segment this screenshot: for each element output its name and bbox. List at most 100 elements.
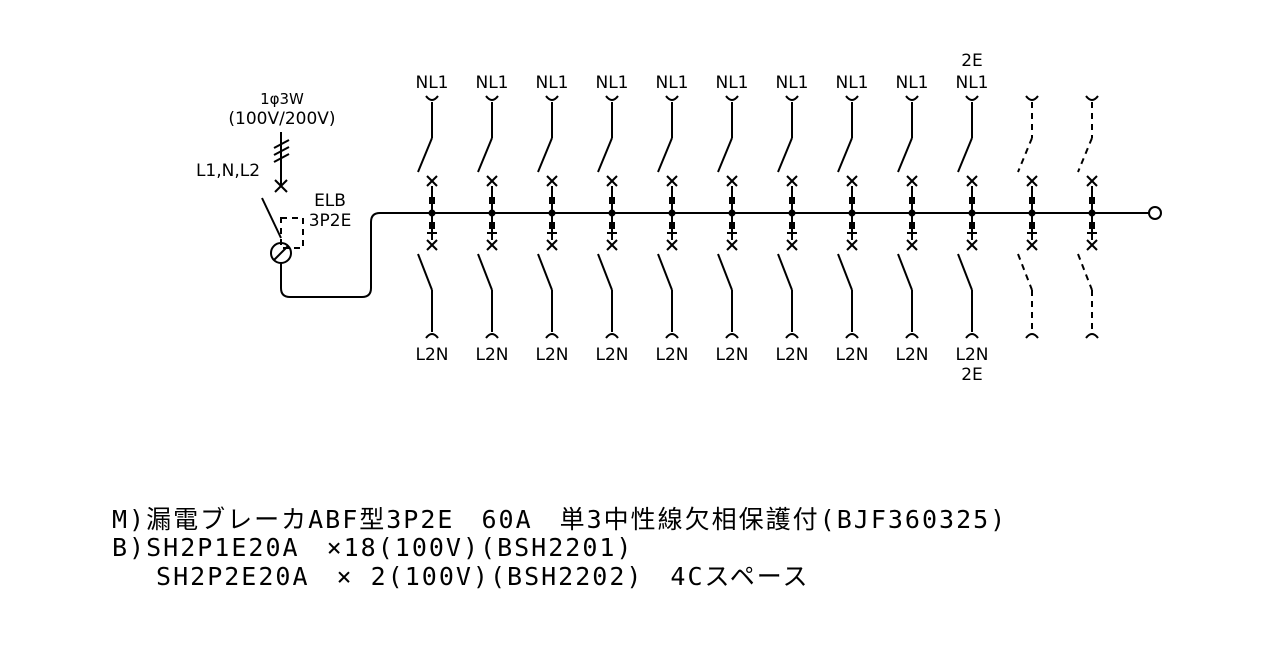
switch-blade-bottom bbox=[537, 253, 553, 291]
tap-block-bottom bbox=[1089, 222, 1095, 229]
switch-blade-top bbox=[957, 137, 973, 173]
tap-block-top bbox=[429, 197, 435, 204]
switch-blade-bottom bbox=[417, 253, 433, 291]
terminal-arc-bottom bbox=[545, 333, 559, 339]
terminal-arc-top bbox=[545, 95, 559, 101]
terminal-arc-top bbox=[785, 95, 799, 101]
terminal-arc-bottom bbox=[725, 333, 739, 339]
switch-blade-bottom bbox=[717, 253, 733, 291]
switch-blade-top bbox=[597, 137, 613, 173]
branch-bottom-label: L2N bbox=[835, 345, 868, 365]
tap-block-top bbox=[549, 197, 555, 204]
switch-blade-bottom bbox=[897, 253, 913, 291]
terminal-arc-bottom bbox=[425, 333, 439, 339]
terminal-arc-top bbox=[965, 95, 979, 101]
terminal-arc-bottom bbox=[485, 333, 499, 339]
tap-block-bottom bbox=[549, 222, 555, 229]
tap-block-bottom bbox=[669, 222, 675, 229]
bus-node bbox=[788, 209, 796, 217]
bus-node bbox=[1028, 209, 1036, 217]
bus-node bbox=[908, 209, 916, 217]
branch-bottom-label: L2N bbox=[715, 345, 748, 365]
switch-blade-top bbox=[1017, 137, 1033, 173]
terminal-arc-bottom bbox=[665, 333, 679, 339]
terminal-arc-top bbox=[1085, 95, 1099, 101]
tap-block-top bbox=[669, 197, 675, 204]
branch-top-label: NL1 bbox=[835, 73, 868, 93]
branch-top-label: NL1 bbox=[955, 73, 988, 93]
tap-block-top bbox=[1089, 197, 1095, 204]
bus-node bbox=[728, 209, 736, 217]
switch-blade-top bbox=[777, 137, 793, 173]
branch-bottom-label: L2N bbox=[535, 345, 568, 365]
bus-node bbox=[668, 209, 676, 217]
main-breaker-type-label: ELB bbox=[314, 191, 346, 211]
branch-circuits: NL1L2NNL1L2NNL1L2NNL1L2NNL1L2NNL1L2NNL1L… bbox=[415, 51, 1099, 385]
branch-bottom-label: L2N bbox=[475, 345, 508, 365]
branch-top-label: NL1 bbox=[895, 73, 928, 93]
tap-block-bottom bbox=[729, 222, 735, 229]
branch-bottom-label: L2N bbox=[595, 345, 628, 365]
branch-top-label: NL1 bbox=[535, 73, 568, 93]
switch-blade-top bbox=[897, 137, 913, 173]
terminal-arc-top bbox=[425, 95, 439, 101]
tap-block-top bbox=[849, 197, 855, 204]
switch-blade-bottom bbox=[837, 253, 853, 291]
terminal-arc-top bbox=[905, 95, 919, 101]
supply-voltage-label: (100V/200V) bbox=[228, 109, 335, 129]
branch-top-label: NL1 bbox=[595, 73, 628, 93]
terminal-arc-bottom bbox=[1085, 333, 1099, 339]
tap-block-bottom bbox=[909, 222, 915, 229]
main-breaker-symbol bbox=[261, 132, 398, 298]
spare-branch bbox=[1077, 95, 1099, 339]
branch-top-label: NL1 bbox=[655, 73, 688, 93]
terminal-arc-bottom bbox=[905, 333, 919, 339]
tap-block-top bbox=[909, 197, 915, 204]
switch-blade-bottom bbox=[477, 253, 493, 291]
bus-node bbox=[608, 209, 616, 217]
tap-block-top bbox=[1029, 197, 1035, 204]
switch-blade-top bbox=[1077, 137, 1093, 173]
terminal-arc-top bbox=[725, 95, 739, 101]
terminal-arc-bottom bbox=[965, 333, 979, 339]
bus-node bbox=[428, 209, 436, 217]
tap-block-top bbox=[729, 197, 735, 204]
branch-top-label: NL1 bbox=[475, 73, 508, 93]
switch-blade-top bbox=[717, 137, 733, 173]
branch-bottom-label: L2N bbox=[775, 345, 808, 365]
switch-blade-top bbox=[417, 137, 433, 173]
note-main-breaker: M)漏電ブレーカABF型3P2E 60A 単3中性線欠相保護付(BJF36032… bbox=[112, 505, 1007, 534]
main-switch-blade bbox=[261, 197, 282, 239]
branch-top-label: NL1 bbox=[415, 73, 448, 93]
branch-bottom-label: L2N bbox=[955, 345, 988, 365]
switch-blade-top bbox=[477, 137, 493, 173]
terminal-arc-top bbox=[665, 95, 679, 101]
tap-block-top bbox=[969, 197, 975, 204]
terminal-arc-top bbox=[845, 95, 859, 101]
main-breaker-poles-label: 3P2E bbox=[309, 211, 352, 231]
terminal-arc-bottom bbox=[605, 333, 619, 339]
branch-top-label: NL1 bbox=[775, 73, 808, 93]
note-branch-breaker-2: SH2P2E20A × 2(100V)(BSH2202) 4Cスペース bbox=[112, 562, 810, 591]
branch-top-extra-label: 2E bbox=[961, 51, 983, 71]
tap-block-bottom bbox=[609, 222, 615, 229]
branch-bottom-label: L2N bbox=[415, 345, 448, 365]
switch-blade-bottom bbox=[657, 253, 673, 291]
busbar-terminal bbox=[1148, 206, 1162, 220]
branch-top-label: NL1 bbox=[715, 73, 748, 93]
tap-block-bottom bbox=[1029, 222, 1035, 229]
switch-blade-top bbox=[837, 137, 853, 173]
bus-node bbox=[548, 209, 556, 217]
supply-lines-label: L1,N,L2 bbox=[196, 161, 260, 181]
terminal-arc-top bbox=[485, 95, 499, 101]
